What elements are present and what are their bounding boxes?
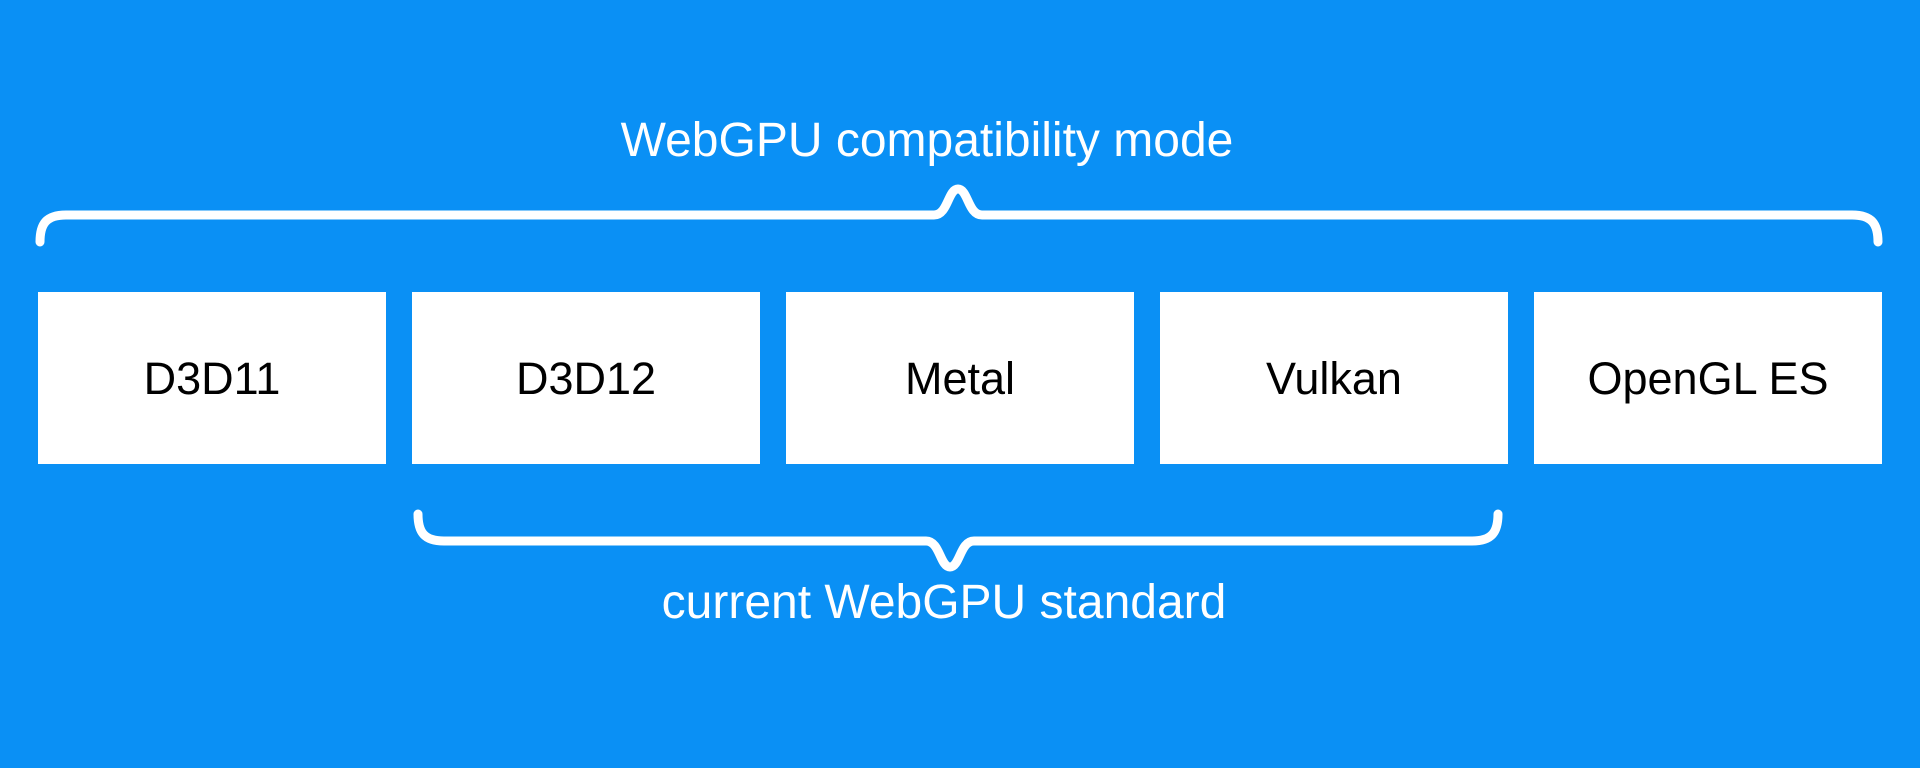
api-box-label-d3d12: D3D12	[515, 352, 657, 404]
api-box-vulkan: Vulkan	[1160, 292, 1508, 464]
api-box-label-d3d11: D3D11	[143, 352, 281, 404]
api-box-label-metal: Metal	[904, 352, 1016, 404]
api-box-opengl-es: OpenGL ES	[1534, 292, 1882, 464]
api-box-label-opengl-es: OpenGL ES	[1587, 352, 1829, 404]
api-box-metal: Metal	[786, 292, 1134, 464]
bottom-bracket-label: current WebGPU standard	[661, 576, 1227, 629]
api-box-d3d11: D3D11	[38, 292, 386, 464]
api-boxes-row: D3D11 D3D12 Metal Vulkan OpenGL ES	[38, 292, 1882, 464]
top-brace	[35, 184, 1883, 247]
api-box-label-vulkan: Vulkan	[1266, 352, 1402, 404]
bottom-brace	[413, 509, 1503, 572]
api-box-d3d12: D3D12	[412, 292, 760, 464]
top-bracket-label: WebGPU compatibility mode	[620, 114, 1234, 167]
